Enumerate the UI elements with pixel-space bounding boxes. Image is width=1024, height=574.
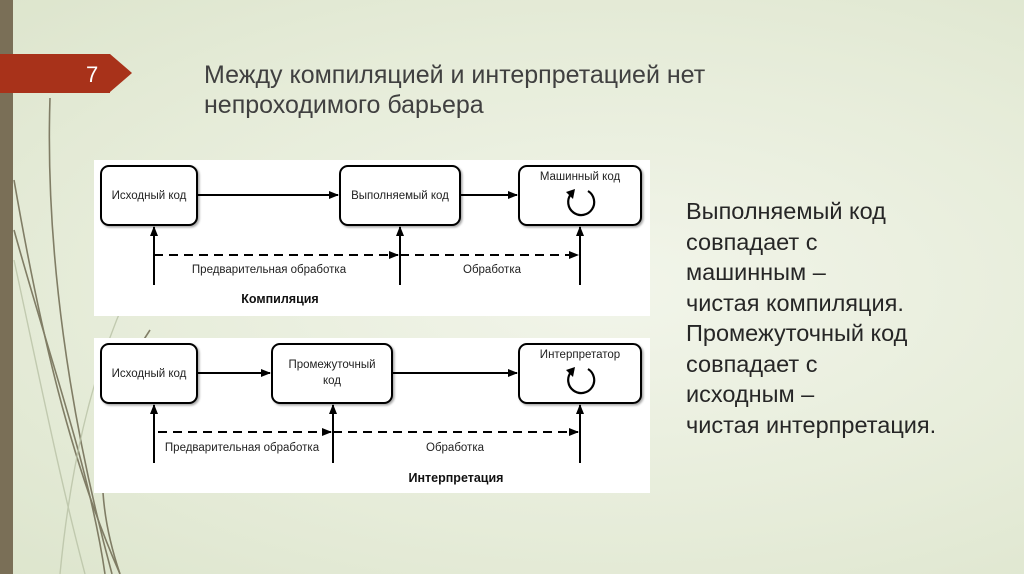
title-line: Между компиляцией и интерпретацией нет xyxy=(204,61,706,89)
side-text-line: совпадает с xyxy=(686,350,818,377)
stage-label: Предварительная обработка xyxy=(165,442,320,454)
box-label: Исходный код xyxy=(112,190,187,202)
side-text-line: чистая компиляция. xyxy=(686,289,904,316)
side-text-line: совпадает с xyxy=(686,228,818,255)
compilation-panel: Исходный код Выполняемый код Машинный ко… xyxy=(94,160,650,316)
side-text: Выполняемый код совпадает с машинным – ч… xyxy=(686,196,936,440)
slide-number: 7 xyxy=(86,62,99,87)
panel-caption: Интерпретация xyxy=(409,471,504,485)
title-line: непроходимого барьера xyxy=(204,91,484,119)
box-label: Машинный код xyxy=(540,171,621,183)
panel-caption: Компиляция xyxy=(241,292,318,306)
side-text-line: исходным – xyxy=(686,381,815,407)
sidebar-bar xyxy=(0,0,13,574)
stage-label: Обработка xyxy=(463,264,522,276)
box-label: Выполняемый код xyxy=(351,190,449,202)
box-label: Промежуточный xyxy=(288,359,375,371)
box-label: Исходный код xyxy=(112,368,187,380)
side-text-line: машинным – xyxy=(686,259,826,285)
side-text-line: чистая интерпретация. xyxy=(686,411,937,438)
stage-label: Обработка xyxy=(426,442,485,454)
stage-label: Предварительная обработка xyxy=(192,264,347,276)
box-intermediate-code xyxy=(271,343,393,404)
box-label: код xyxy=(323,375,341,387)
side-text-line: Промежуточный код xyxy=(686,320,908,346)
slide-title: Между компиляцией и интерпретацией нет н… xyxy=(204,60,705,120)
box-label: Интерпретатор xyxy=(540,349,620,361)
cycle-icon xyxy=(567,190,596,217)
box-interpreter xyxy=(518,343,642,404)
slide-number-tab xyxy=(0,54,132,93)
cycle-icon xyxy=(567,368,596,395)
box-machine-code xyxy=(518,165,642,226)
side-text-line: Выполняемый код xyxy=(686,198,886,224)
interpretation-panel: Исходный код Промежуточный код Интерпрет… xyxy=(94,338,650,493)
